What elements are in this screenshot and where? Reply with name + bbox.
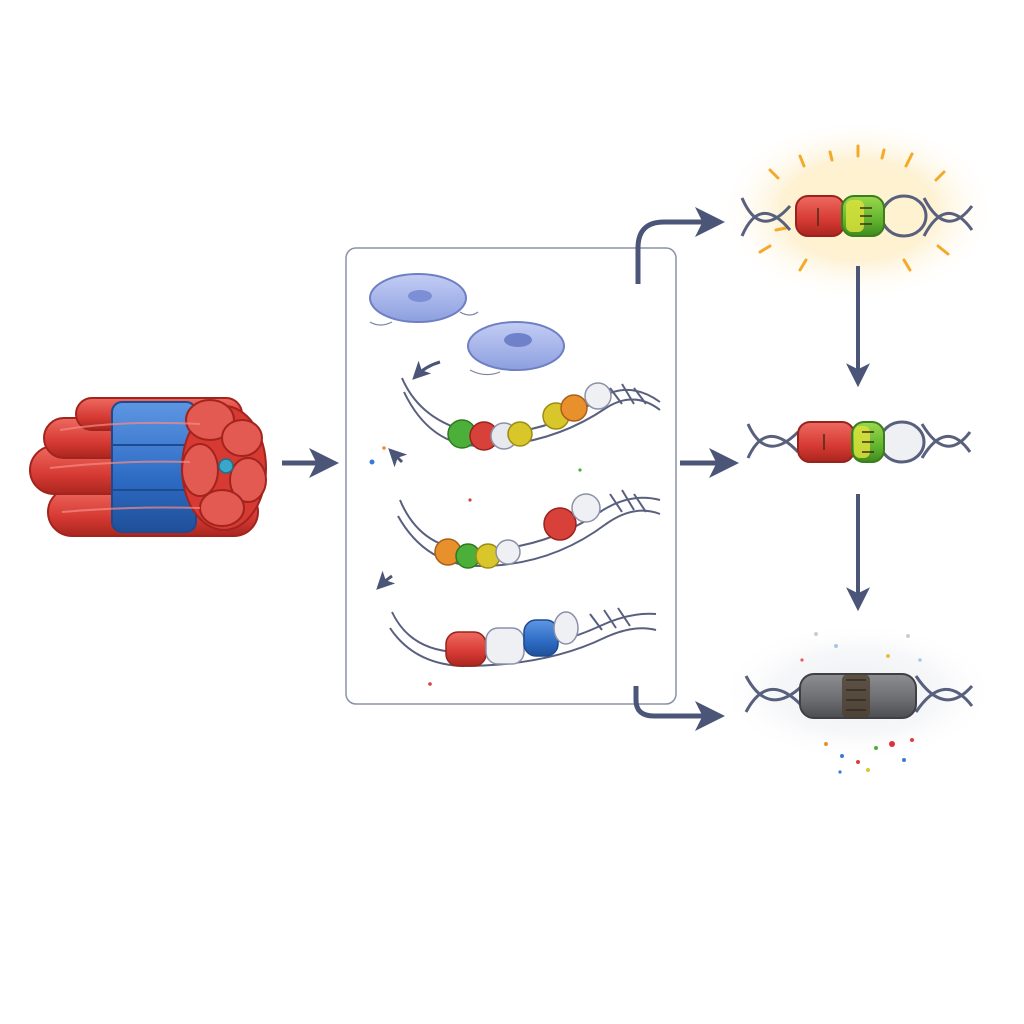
dna-strand-icon [401, 360, 661, 451]
inactive-segment-icon [718, 622, 998, 774]
flow-arrow-icon [635, 207, 725, 284]
intermediate-segment-icon [746, 420, 972, 464]
ribosome-disc-icon [369, 273, 565, 376]
protein-bundle-icon [29, 397, 267, 537]
activated-segment-icon [718, 118, 998, 302]
dna-strand-icon [376, 570, 657, 668]
flow-arrow-icon [633, 686, 725, 731]
dna-strand-icon [388, 448, 661, 569]
particles [369, 446, 582, 686]
